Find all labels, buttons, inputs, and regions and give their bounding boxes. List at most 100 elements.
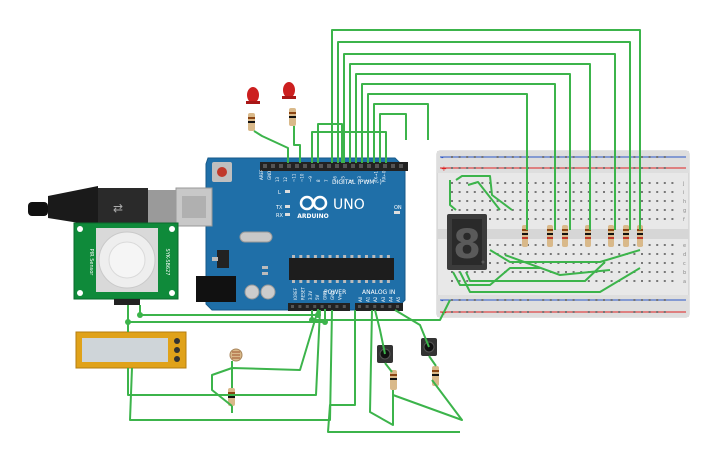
resistor-bb-3 — [562, 225, 568, 247]
pir-sensor[interactable]: PIR Sensor SYK-SB627 — [73, 222, 179, 305]
on-label: ON — [394, 205, 402, 211]
wire-26 — [129, 309, 333, 421]
power-pin-label: IOREF — [293, 287, 298, 300]
analog-label: ANALOG IN — [362, 289, 395, 296]
digital-pin-label: ~11 — [291, 173, 296, 182]
bb-minus-top: - — [441, 154, 444, 162]
wire-6 — [361, 83, 556, 230]
bb-plus-top: + — [441, 165, 447, 173]
wire-11 — [311, 131, 387, 163]
power-pin-label: GND — [330, 291, 335, 300]
bb-row-label: a — [683, 279, 686, 285]
bb-row-label: i — [683, 190, 684, 196]
power-pin-label: Vin — [337, 293, 342, 300]
power-pin-label: GND — [323, 291, 328, 300]
analog-pin-label: A4 — [388, 296, 393, 302]
digital-pin-label: 12 — [283, 176, 288, 182]
wire-9 — [379, 113, 407, 163]
digital-pin-label: 13 — [275, 176, 280, 182]
wire-2 — [337, 41, 631, 230]
rx-label: RX — [276, 213, 283, 219]
wire-8 — [373, 103, 429, 163]
digital-pin-label: ~5 — [341, 176, 346, 182]
led-l-label: L — [278, 190, 281, 196]
wire-28 — [211, 309, 319, 407]
resistor-bb-1 — [522, 225, 528, 247]
wire-32 — [394, 309, 430, 348]
wire-22 — [127, 305, 326, 323]
digital-pin-label: RX←0 — [382, 170, 387, 182]
digital-label: DIGITAL (PWM~) — [332, 179, 382, 186]
ldr-resistor[interactable] — [228, 388, 235, 406]
wire-19 — [489, 249, 641, 263]
analog-pin-label: A1 — [366, 296, 371, 302]
lcd-module[interactable] — [75, 331, 187, 369]
wire-13 — [253, 130, 289, 163]
digital-pin-label: ~9 — [308, 176, 313, 182]
analog-pin-label: A3 — [381, 296, 386, 302]
arduino-model: UNO — [333, 197, 365, 213]
analog-pin-label: A2 — [373, 296, 378, 302]
wire-35 — [384, 362, 393, 373]
wire-25 — [127, 309, 321, 396]
resistor-bb-4 — [585, 225, 591, 247]
digital-pin-label: ~3 — [357, 176, 362, 182]
digital-pin-label: 8 — [316, 179, 321, 182]
bb-row-label: c — [683, 261, 686, 267]
wire-34 — [392, 379, 463, 421]
wire-18 — [459, 267, 641, 293]
wire-12 — [293, 126, 301, 163]
bb-row-label: h — [683, 199, 686, 205]
bb-row-label: g — [683, 208, 686, 214]
power-pin-label: 3.3V — [308, 291, 313, 300]
reset-button[interactable] — [217, 167, 227, 177]
seven-segment-digit: 8 — [453, 222, 481, 268]
led-resistor-2[interactable] — [289, 108, 296, 126]
digital-pin-label: ~6 — [332, 176, 337, 182]
led-1[interactable] — [246, 87, 260, 104]
led-2[interactable] — [282, 82, 296, 99]
button-resistor-1[interactable] — [390, 370, 397, 390]
wire-20 — [504, 254, 611, 276]
gnd-label: GND — [267, 171, 272, 180]
tx-label: TX — [275, 205, 283, 211]
digital-pin-label: 7 — [324, 179, 329, 182]
wire-33 — [369, 309, 394, 426]
resistor-bb-5 — [608, 225, 614, 247]
svg-text:⇄: ⇄ — [113, 201, 123, 215]
digital-pin-header[interactable] — [263, 164, 403, 168]
power-pin-header[interactable] — [291, 305, 399, 308]
wire-7 — [367, 93, 528, 230]
aref-label: AREF — [259, 169, 264, 180]
arduino-logo-text: ARDUINO — [297, 213, 328, 220]
led-resistor-1[interactable] — [248, 113, 255, 131]
arduino-uno-board[interactable]: DIGITAL (PWM~) AREF GND ARDUINO UNO TX R… — [175, 157, 408, 311]
wire-36 — [428, 355, 437, 367]
power-pin-label: 5V — [315, 294, 320, 300]
wire-30 — [311, 299, 451, 321]
wire-16 — [467, 181, 501, 211]
power-pin-label: RESET — [300, 287, 305, 300]
power-label: POWER — [324, 289, 346, 296]
bb-row-label: b — [683, 270, 686, 276]
chip-pins — [292, 255, 390, 283]
resistor-bb-2 — [547, 225, 553, 247]
digital-pin-label: 4 — [349, 179, 354, 182]
wire-junctions — [125, 312, 328, 325]
wires[interactable] — [127, 29, 641, 433]
wire-4 — [349, 63, 591, 230]
wire-3 — [343, 53, 616, 230]
bb-row-label: d — [683, 252, 686, 258]
wire-17 — [452, 267, 540, 286]
breadboard-resistors[interactable] — [522, 225, 643, 247]
analog-pin-label: A0 — [358, 296, 363, 302]
wire-10 — [317, 123, 343, 163]
seven-segment-display[interactable]: 8 — [447, 214, 487, 270]
wire-5 — [355, 73, 571, 230]
digital-pin-label: 2 — [365, 179, 370, 182]
photoresistor[interactable] — [229, 348, 243, 362]
